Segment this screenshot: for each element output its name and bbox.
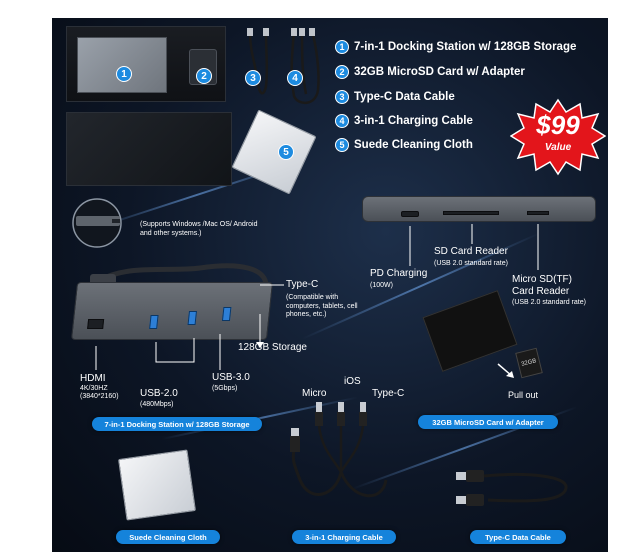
sd-spec: (USB 2.0 standard rate) <box>434 260 508 267</box>
badge-1: 1 <box>116 66 132 82</box>
hub-caption-pill: 7-in-1 Docking Station w/ 128GB Storage <box>92 417 262 431</box>
item-row-5: 5 Suede Cleaning Cloth <box>335 138 473 152</box>
reader-callout-lines <box>409 224 539 270</box>
cleaning-cloth-bottom <box>118 449 196 521</box>
cable-micro-label: Micro <box>302 388 327 399</box>
badge-5: 5 <box>278 144 294 160</box>
hub-callout-lines <box>95 284 284 370</box>
item-row-1: 1 7-in-1 Docking Station w/ 128GB Storag… <box>335 40 576 54</box>
hub-tray <box>77 37 167 93</box>
typec-caption-pill: Type-C Data Cable <box>470 530 566 544</box>
pd-title: PD Charging <box>370 268 428 279</box>
pd-spec: (100W) <box>370 282 393 289</box>
item-num-4: 4 <box>335 114 349 128</box>
microsd-card: 32GB <box>515 347 543 379</box>
price-amount: $99 <box>536 110 580 140</box>
typec-note: (Compatible with computers, tablets, cel… <box>286 294 358 318</box>
pull-out-arrow-icon <box>497 363 514 378</box>
hdmi-spec-2: (3840*2160) <box>80 393 119 400</box>
item-row-2: 2 32GB MicroSD Card w/ Adapter <box>335 65 525 79</box>
cloth-caption-pill: Suede Cleaning Cloth <box>116 530 220 544</box>
price-caption: Value <box>544 142 572 153</box>
item-text-3: Type-C Data Cable <box>354 91 455 103</box>
item-num-1: 1 <box>335 40 349 54</box>
micro-title-1: Micro SD(TF) <box>512 274 572 285</box>
hdmi-spec-1: 4K/30HZ <box>80 385 108 392</box>
package-box-lid <box>66 112 232 186</box>
pd-port <box>401 211 419 217</box>
cable-ios-label: iOS <box>344 376 361 387</box>
item-row-4: 4 3-in-1 Charging Cable <box>335 114 473 128</box>
sd-slot <box>443 211 499 215</box>
microsd-caption-pill: 32GB MicroSD Card w/ Adapter <box>418 415 558 429</box>
sd-title: SD Card Reader <box>434 246 508 257</box>
compat-note: (Supports Windows /Mac OS/ Android and o… <box>140 221 258 237</box>
card-reader-device <box>362 196 596 222</box>
usb2-title: USB-2.0 <box>140 388 178 399</box>
cable3-caption-pill: 3-in-1 Charging Cable <box>292 530 396 544</box>
typec-data-cable-illustration <box>456 470 568 506</box>
item-text-2: 32GB MicroSD Card w/ Adapter <box>354 66 525 78</box>
badge-2: 2 <box>196 68 212 84</box>
price-burst <box>510 98 606 176</box>
item-num-5: 5 <box>335 138 349 152</box>
item-row-3: 3 Type-C Data Cable <box>335 90 455 104</box>
micro-spec: (USB 2.0 standard rate) <box>512 299 586 306</box>
usb2-spec: (480Mbps) <box>140 401 174 408</box>
laptop-icon <box>72 198 122 248</box>
cables-illustration <box>247 28 320 104</box>
typec-title: Type-C <box>286 279 319 290</box>
usb3-spec: (5Gbps) <box>212 385 238 392</box>
storage-label: 128GB Storage <box>238 342 307 353</box>
sd-adapter <box>422 290 518 372</box>
hdmi-title: HDMI <box>80 373 106 384</box>
item-text-4: 3-in-1 Charging Cable <box>354 115 473 127</box>
pull-out-label: Pull out <box>508 390 539 400</box>
usb3-title: USB-3.0 <box>212 372 250 383</box>
badge-3: 3 <box>245 70 261 86</box>
cable-typec-label: Type-C <box>372 388 405 399</box>
package-box-open <box>66 26 226 102</box>
item-num-2: 2 <box>335 65 349 79</box>
item-text-5: Suede Cleaning Cloth <box>354 139 473 151</box>
badge-4: 4 <box>287 70 303 86</box>
microsd-slot <box>527 211 549 215</box>
three-in-one-cable-illustration <box>290 402 388 498</box>
item-text-1: 7-in-1 Docking Station w/ 128GB Storage <box>354 41 577 53</box>
cleaning-cloth-top <box>231 109 317 195</box>
micro-title-2: Card Reader <box>512 286 570 297</box>
product-infographic: 1 2 3 4 5 1 7-in-1 Docking Station w/ 12… <box>52 18 608 552</box>
item-num-3: 3 <box>335 90 349 104</box>
